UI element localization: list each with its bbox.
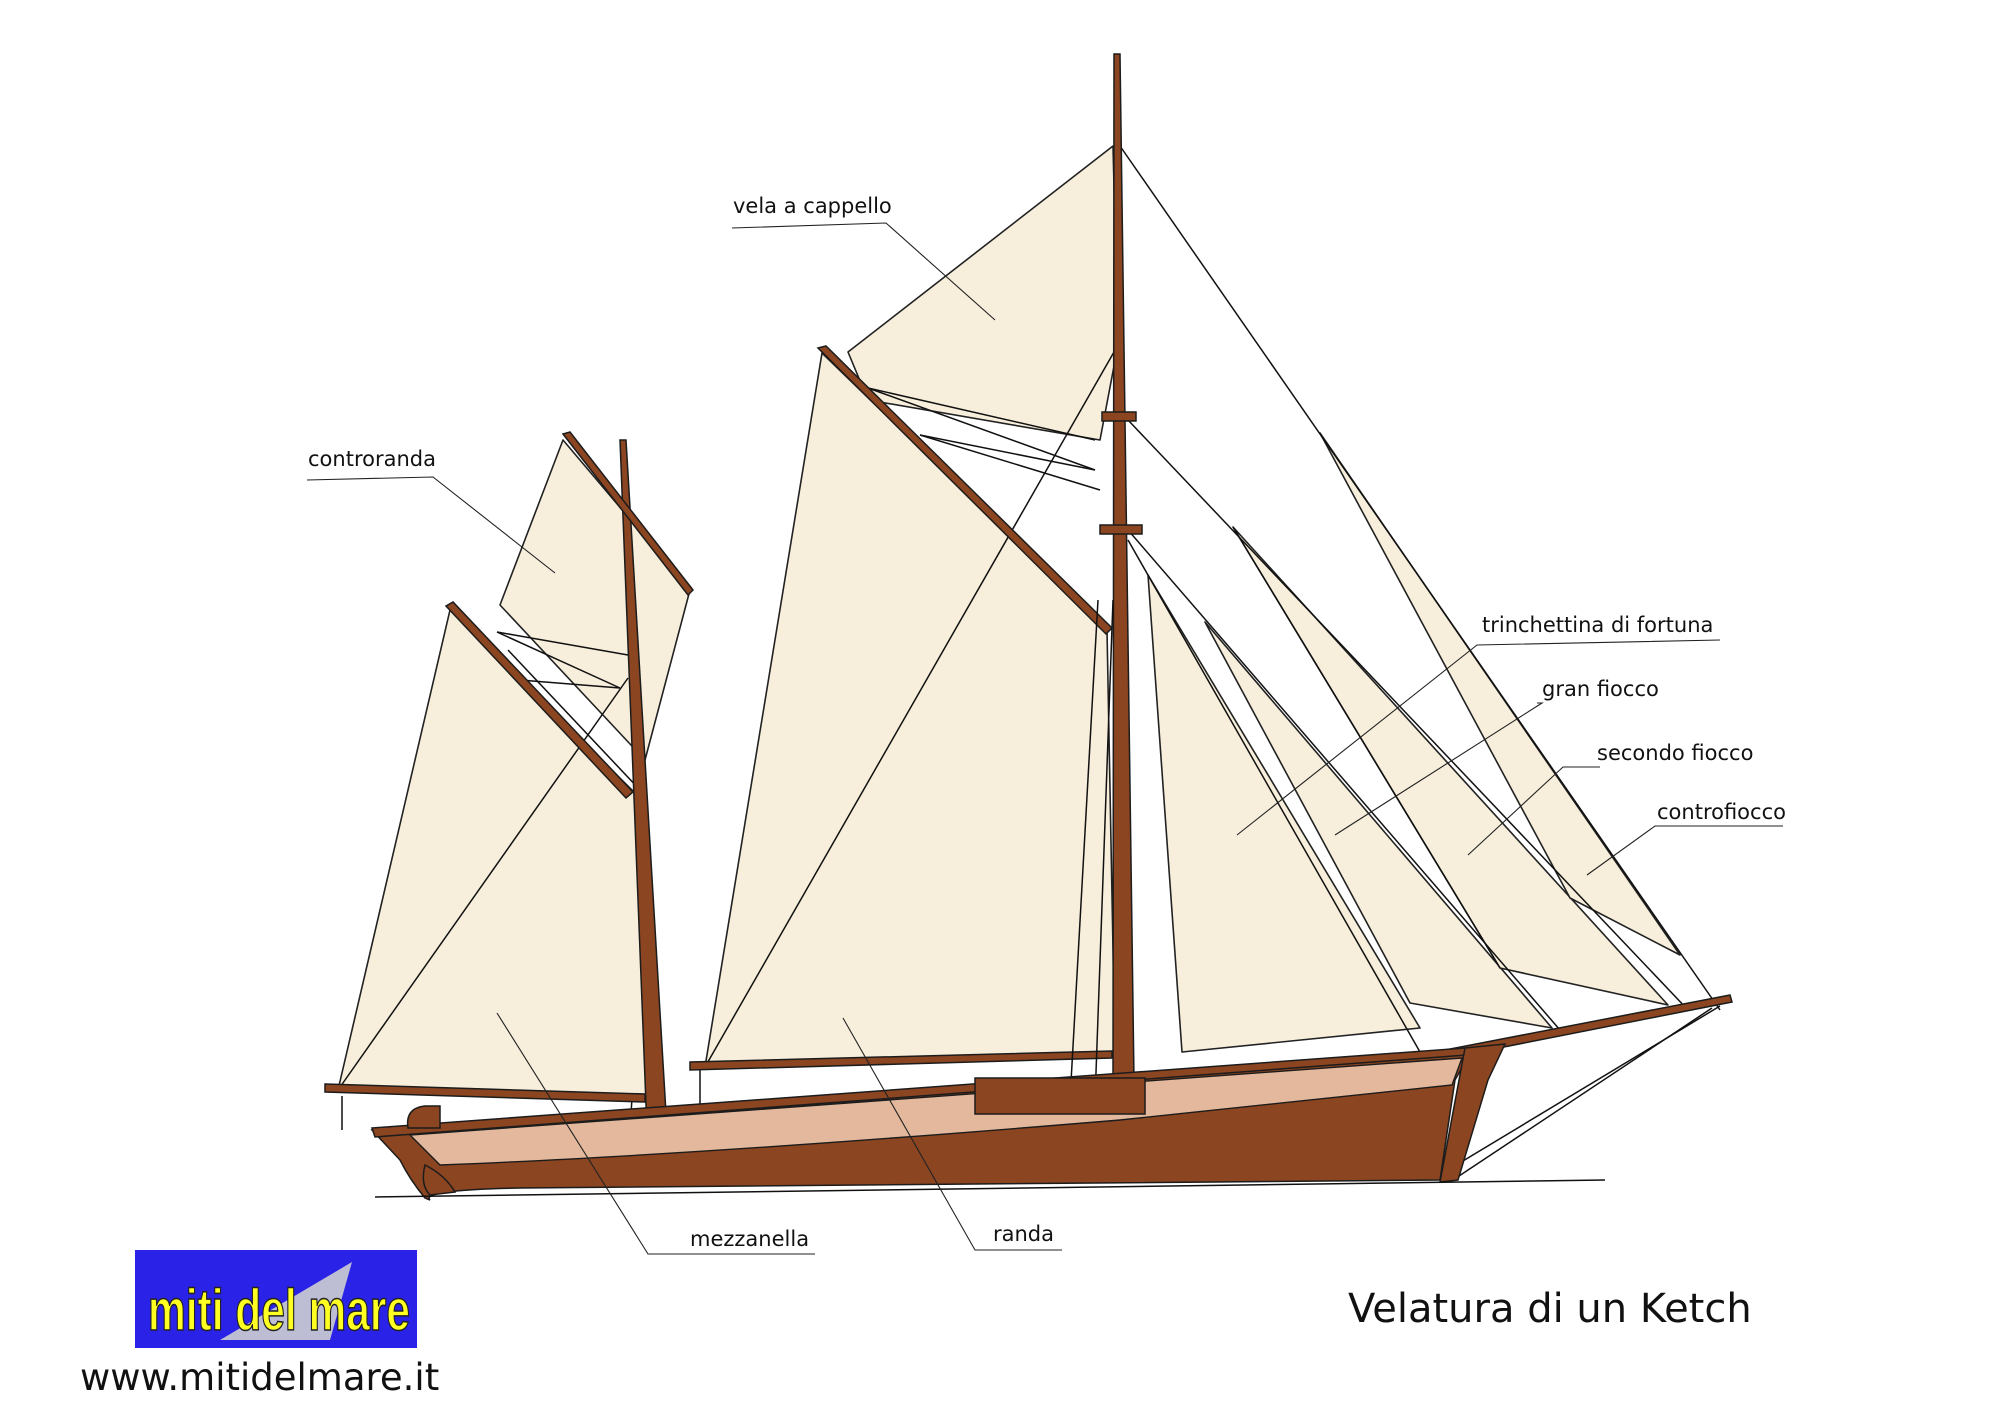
hull xyxy=(370,1043,1606,1201)
hull-stripe xyxy=(408,1057,1464,1166)
stem xyxy=(1439,1043,1507,1183)
rigging xyxy=(337,145,1721,1179)
label-vela-a-cappello: vela a cappello xyxy=(733,194,892,218)
spars xyxy=(324,53,1733,1131)
stern-post xyxy=(406,1105,441,1129)
deckhouse xyxy=(974,1077,1146,1115)
diagram-title: Velatura di un Ketch xyxy=(1348,1286,1752,1332)
mizzen-top-gaff xyxy=(561,431,694,597)
website-link[interactable]: www.mitidelmare.it xyxy=(80,1356,439,1399)
sails xyxy=(337,145,1681,1099)
label-controfiocco: controfiocco xyxy=(1657,800,1786,824)
label-mezzanella: mezzanella xyxy=(690,1227,809,1251)
main-mast-crosstree-top xyxy=(1101,411,1137,422)
logo-sail-shape xyxy=(220,1262,352,1340)
waterline xyxy=(374,1179,1606,1198)
label-secondo-fiocco: secondo fiocco xyxy=(1597,741,1753,765)
label-controranda: controranda xyxy=(308,447,436,471)
label-randa: randa xyxy=(993,1222,1054,1246)
main-mast xyxy=(1112,53,1135,1081)
sail-gran-fiocco xyxy=(1204,621,1553,1029)
label-trinchettina-di-fortuna: trinchettina di fortuna xyxy=(1482,613,1713,637)
label-gran-fiocco: gran fiocco xyxy=(1542,677,1659,701)
logo-text: miti del mare xyxy=(148,1278,410,1343)
main-boom xyxy=(689,1050,1113,1071)
labels: vela a cappello controranda trinchettina… xyxy=(308,194,1786,1251)
logo: miti del mare xyxy=(135,1250,417,1348)
mizzen-boom xyxy=(324,1083,646,1103)
leader-lines xyxy=(306,222,1783,1255)
main-mast-crosstree xyxy=(1099,524,1143,535)
mizzen-gaff xyxy=(444,601,635,800)
rudder xyxy=(422,1163,457,1196)
ratlines xyxy=(1069,599,1114,1101)
